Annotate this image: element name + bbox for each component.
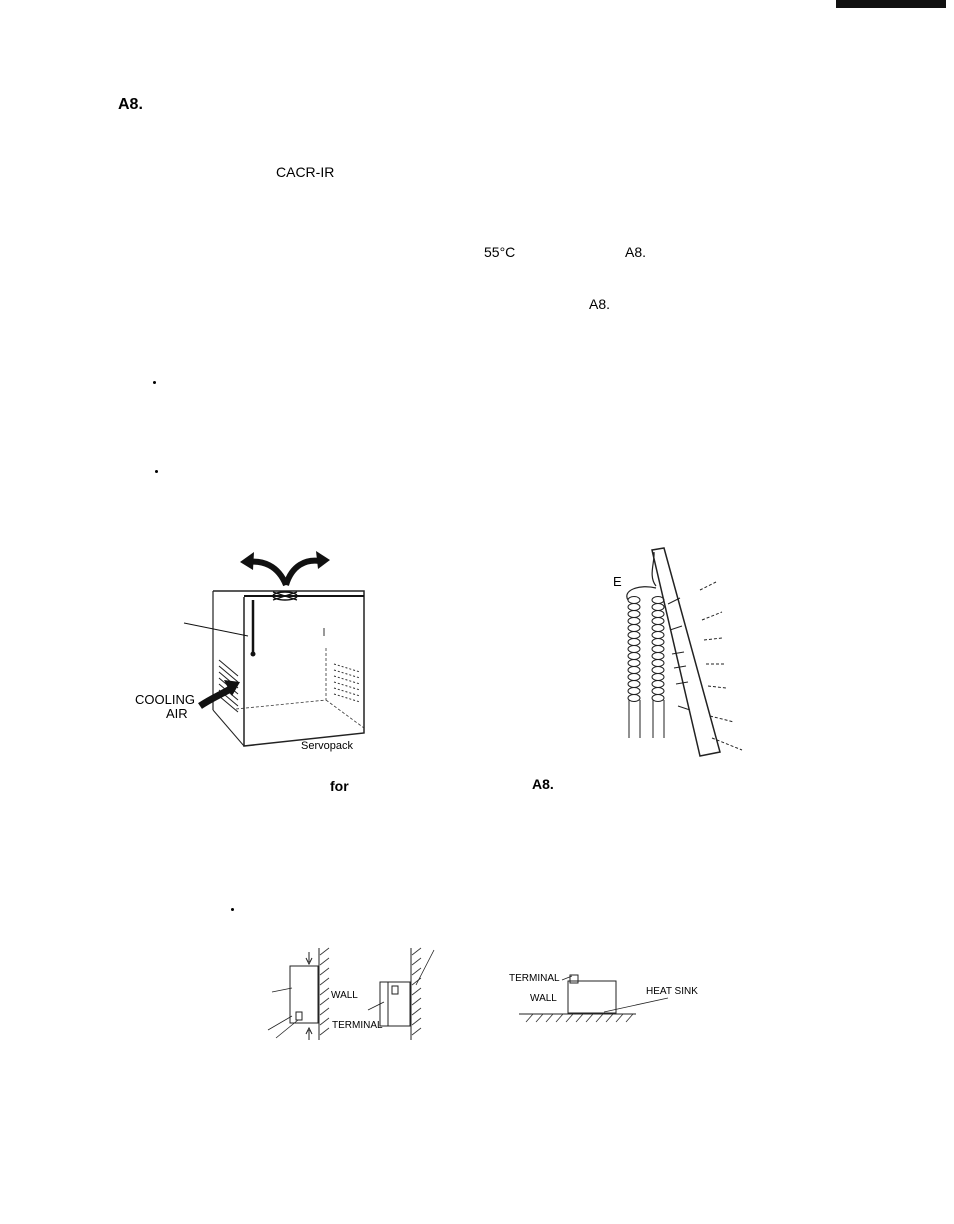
model-name: CACR-IR xyxy=(276,164,335,180)
air-label: AIR xyxy=(166,706,188,721)
bullet-dot xyxy=(231,908,234,911)
caption-figure-ref: A8. xyxy=(532,776,554,792)
terminal-label-left: TERMINAL xyxy=(332,1020,383,1031)
terminal-label-right: TERMINAL xyxy=(509,973,560,984)
servopack-label: Servopack xyxy=(301,740,353,752)
caption-for: for xyxy=(330,778,349,794)
heat-sink-label: HEAT SINK xyxy=(646,986,698,997)
figure-reference-a: A8. xyxy=(625,244,647,260)
figure-reference-b: A8. xyxy=(589,296,611,312)
wall-label-right: WALL xyxy=(530,993,557,1004)
wall-label-left: WALL xyxy=(331,990,358,1001)
partial-label: E xyxy=(613,574,622,589)
section-heading: A8. xyxy=(118,96,143,113)
cooling-label: COOLING xyxy=(135,692,195,707)
bullet-dot xyxy=(153,381,156,384)
bullet-dot xyxy=(155,470,158,473)
corner-tab-bar xyxy=(836,0,946,8)
temperature-value: 55°C xyxy=(484,244,516,260)
